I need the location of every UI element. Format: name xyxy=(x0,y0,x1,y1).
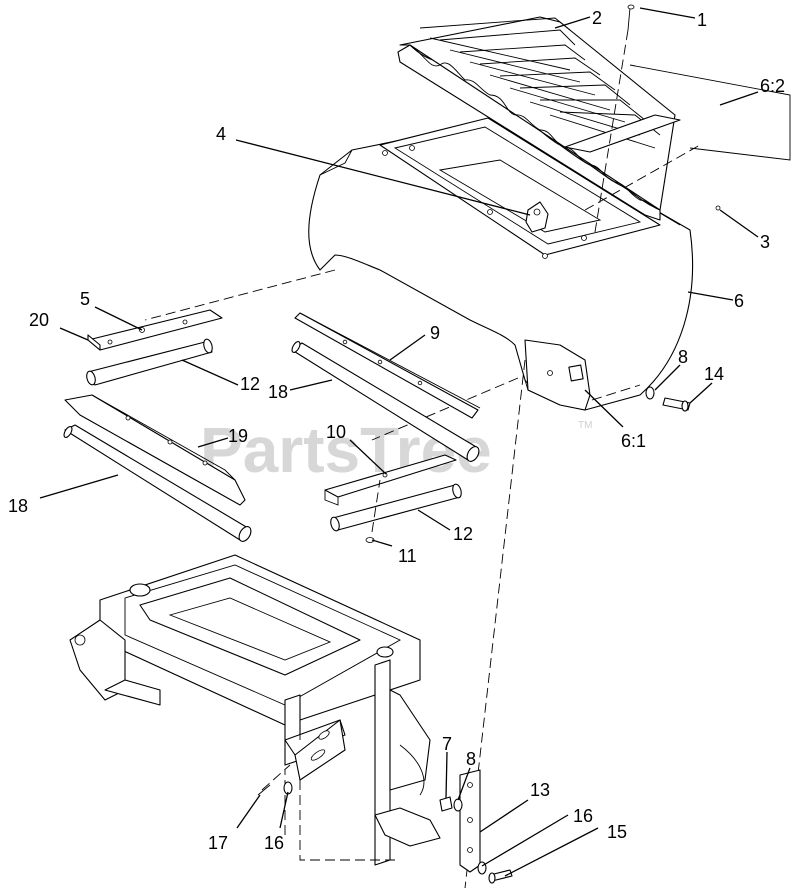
callout-4: 4 xyxy=(216,124,226,144)
latch-plate-13 xyxy=(459,769,481,873)
callout-14: 14 xyxy=(704,364,724,384)
bar-18-middle xyxy=(291,341,480,462)
bar-12-middle xyxy=(330,483,462,532)
callout-16-right: 16 xyxy=(573,806,593,826)
callout-15: 15 xyxy=(607,822,627,842)
seat-slats xyxy=(397,16,676,221)
callout-1: 1 xyxy=(697,10,707,30)
pin-17 xyxy=(257,784,271,796)
callout-11: 11 xyxy=(398,546,417,566)
callout-19: 19 xyxy=(228,426,248,446)
callout-labels: 1 2 3 4 5 6 6:1 6:2 7 8 8 9 10 11 12 12 … xyxy=(8,8,785,853)
screw-3 xyxy=(715,205,721,211)
callout-8-lower: 8 xyxy=(466,749,476,769)
cover-plate-6-2 xyxy=(564,64,791,211)
callout-18-lower: 18 xyxy=(8,496,28,516)
angle-9 xyxy=(294,312,481,419)
bar-18-lower xyxy=(63,424,252,542)
callout-6-1: 6:1 xyxy=(621,431,646,451)
nut-7 xyxy=(439,796,453,812)
angle-10 xyxy=(324,454,457,506)
callout-13: 13 xyxy=(530,780,550,800)
callout-18-middle: 18 xyxy=(268,382,288,402)
angle-bracket-20 xyxy=(87,309,223,351)
callout-9: 9 xyxy=(430,323,440,343)
callout-6-2: 6:2 xyxy=(760,76,785,96)
callout-8-upper: 8 xyxy=(678,347,688,367)
watermark: PartsTree TM xyxy=(200,414,592,486)
callout-2: 2 xyxy=(592,8,602,28)
washer-8-upper xyxy=(645,386,655,400)
callout-10: 10 xyxy=(326,422,346,442)
callout-12-middle: 12 xyxy=(453,524,473,544)
callout-5: 5 xyxy=(80,289,90,309)
hood-body xyxy=(308,117,694,411)
callout-6: 6 xyxy=(734,291,744,311)
callout-16-left: 16 xyxy=(264,833,284,853)
leader-lines xyxy=(39,7,759,877)
watermark-trademark: TM xyxy=(578,420,592,431)
watermark-text: PartsTree xyxy=(200,414,492,486)
callout-20: 20 xyxy=(29,310,49,330)
callout-3: 3 xyxy=(760,232,770,252)
screw-1 xyxy=(594,4,635,233)
bar-12-upper xyxy=(86,338,213,386)
washer-8-lower xyxy=(453,798,463,812)
channel-19 xyxy=(64,394,246,506)
bolt-15 xyxy=(488,869,513,884)
bolt-14 xyxy=(662,397,691,412)
callout-7: 7 xyxy=(442,734,452,754)
callout-17: 17 xyxy=(208,833,228,853)
seat-frame xyxy=(69,554,441,866)
callout-12-upper: 12 xyxy=(240,374,260,394)
